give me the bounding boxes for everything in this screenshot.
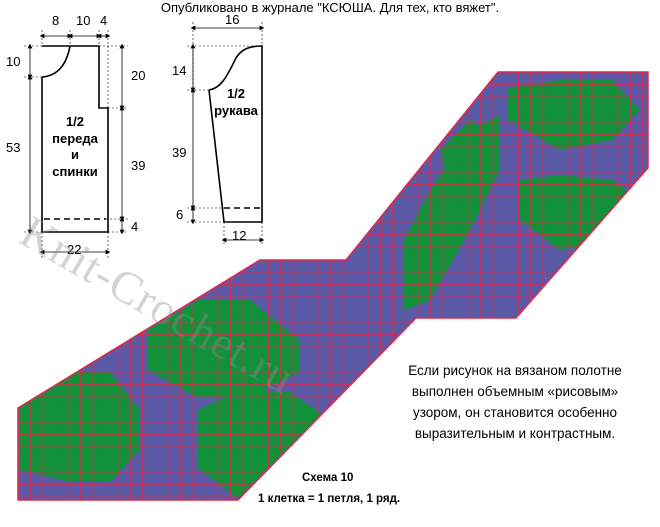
sleeve-dimension-labels: 16 14 39 6 12: [172, 12, 246, 243]
publication-header: Опубликовано в журнале "КСЮША. Для тех, …: [160, 0, 500, 15]
body-label-line-2: переда: [52, 131, 99, 146]
sleeve-label-line-1: 1/2: [227, 86, 245, 101]
motif-shape-2: [20, 372, 140, 482]
body-label-line-3: и: [71, 147, 79, 162]
note-line: выполнен объемным «рисовым»: [411, 384, 619, 399]
sleeve-schematic: [187, 22, 265, 246]
body-dimension-labels: 8 10 4 10 53 20 39 4 22: [6, 13, 145, 257]
sleeve-label: 1/2 рукава: [214, 86, 259, 118]
dim-top-1: 8: [52, 13, 59, 28]
sleeve-label-line-2: рукава: [214, 103, 259, 118]
chart-motifs: [20, 80, 640, 500]
body-label-line-4: спинки: [52, 164, 97, 179]
sleeve-dim-left-2: 39: [172, 145, 186, 160]
note-line: выразительным и контрастным.: [414, 426, 616, 441]
sleeve-dim-bottom: 12: [232, 228, 246, 243]
chart-legend: 1 клетка = 1 петля, 1 ряд.: [258, 493, 401, 505]
body-label-line-1: 1/2: [66, 114, 84, 129]
motif-shape-1: [148, 300, 300, 398]
pattern-note: Если рисунок на вязаном полотне выполнен…: [380, 360, 650, 444]
dim-left-1: 10: [6, 54, 20, 69]
note-line: узором, он становится особенно: [412, 405, 618, 420]
sleeve-dim-left-1: 14: [172, 63, 186, 78]
dim-top-3: 4: [100, 13, 107, 28]
motif-shape-5: [508, 80, 640, 150]
dim-left-2: 53: [6, 140, 20, 155]
dim-right-2: 39: [131, 158, 145, 173]
note-line: Если рисунок на вязаном полотне: [408, 363, 622, 378]
motif-shape-7: [440, 120, 498, 190]
body-schematic: [24, 30, 128, 258]
chart-title: Схема 10: [302, 472, 354, 484]
sleeve-outline: [208, 45, 263, 223]
dim-top-2: 10: [76, 13, 90, 28]
dim-bottom: 22: [67, 242, 81, 257]
chart-outline: [17, 71, 649, 501]
dim-right-3: 4: [131, 219, 138, 234]
sleeve-dim-top: 16: [225, 12, 239, 27]
sleeve-dim-left-3: 6: [176, 207, 183, 222]
body-label: 1/2 переда и спинки: [52, 114, 99, 179]
dim-right-1: 20: [131, 68, 145, 83]
